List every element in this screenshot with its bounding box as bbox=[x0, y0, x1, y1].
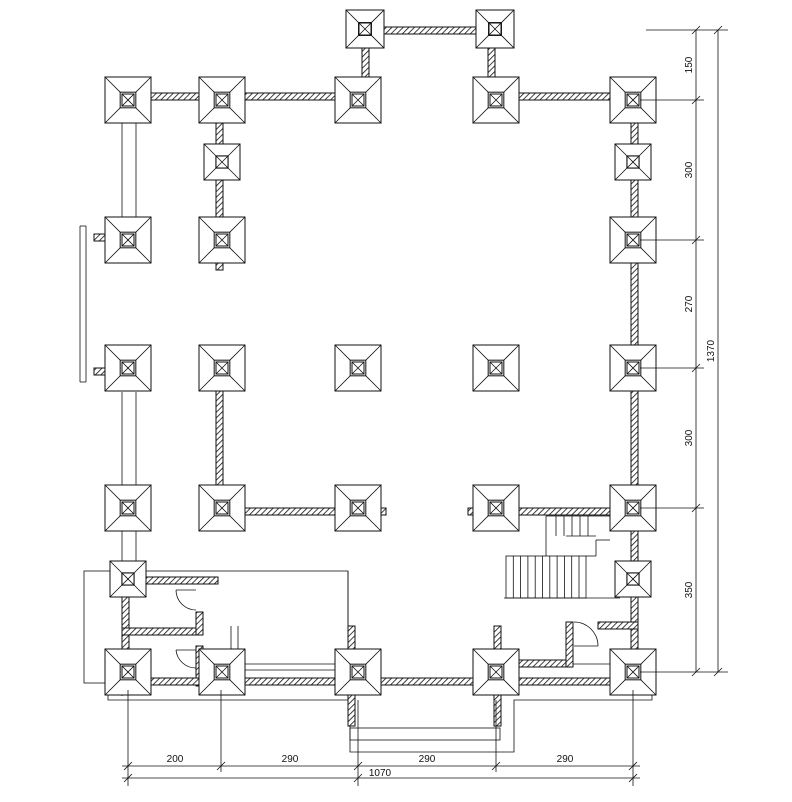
column-footing bbox=[104, 76, 152, 124]
column-footings bbox=[104, 9, 657, 696]
column-footing bbox=[345, 9, 385, 49]
column-footing bbox=[334, 344, 382, 392]
column-footing bbox=[334, 484, 382, 532]
dim-h-total: 1070 bbox=[369, 768, 392, 779]
column-footing bbox=[198, 484, 246, 532]
column-footing bbox=[614, 143, 652, 181]
column-footing bbox=[609, 76, 657, 124]
doors bbox=[175, 589, 599, 669]
column-footing bbox=[198, 76, 246, 124]
column-footing bbox=[472, 76, 520, 124]
column-footing bbox=[475, 9, 515, 49]
column-footing bbox=[104, 484, 152, 532]
dimension-labels: 200 290 290 290 1070 150 300 270 300 350… bbox=[167, 56, 717, 779]
column-footing bbox=[472, 484, 520, 532]
column-footing bbox=[104, 216, 152, 264]
column-footing bbox=[198, 216, 246, 264]
column-footing bbox=[203, 143, 241, 181]
column-footing bbox=[198, 648, 246, 696]
dimension-lines bbox=[122, 25, 728, 786]
column-footing bbox=[614, 560, 652, 598]
column-footing bbox=[104, 648, 152, 696]
column-footing bbox=[104, 344, 152, 392]
column-footing bbox=[334, 76, 382, 124]
staircase bbox=[505, 515, 610, 599]
dim-v-segment-2: 300 bbox=[684, 161, 695, 178]
column-footing bbox=[334, 648, 382, 696]
dim-v-segment-3: 270 bbox=[684, 295, 695, 312]
dim-h-segment-2: 290 bbox=[282, 754, 299, 765]
column-footing bbox=[472, 648, 520, 696]
dim-h-segment-3: 290 bbox=[419, 754, 436, 765]
column-footing bbox=[609, 484, 657, 532]
column-footing bbox=[472, 344, 520, 392]
dim-h-segment-4: 290 bbox=[557, 754, 574, 765]
dim-v-total: 1370 bbox=[706, 339, 717, 362]
dim-v-segment-4: 300 bbox=[684, 429, 695, 446]
column-footing bbox=[198, 344, 246, 392]
dim-v-segment-1: 150 bbox=[684, 56, 695, 73]
dim-h-segment-1: 200 bbox=[167, 754, 184, 765]
dim-v-segment-5: 350 bbox=[684, 581, 695, 598]
column-footing bbox=[109, 560, 147, 598]
